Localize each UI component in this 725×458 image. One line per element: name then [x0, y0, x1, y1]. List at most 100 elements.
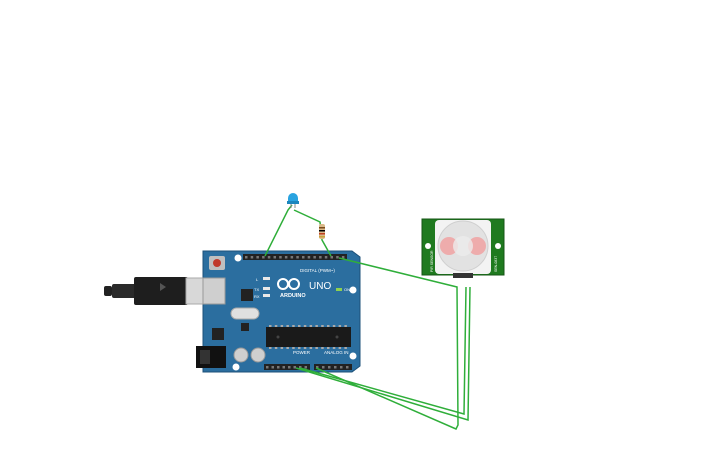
chip-pin — [298, 347, 301, 349]
power-header[interactable] — [264, 364, 310, 370]
analog-header[interactable] — [314, 364, 352, 370]
chip-pin — [274, 325, 278, 327]
pir-side-label-left: PIR SENSOR — [430, 250, 434, 272]
digital-pin[interactable] — [307, 256, 311, 259]
chip-pin — [344, 325, 347, 327]
atmega-chip-pins — [269, 325, 347, 349]
pir-sensing-zone — [468, 237, 486, 255]
analog-pin[interactable] — [322, 366, 325, 369]
digital-header[interactable] — [243, 254, 347, 260]
usb-plug-body — [134, 277, 188, 305]
digital-pin[interactable] — [273, 256, 277, 259]
arduino-model: UNO — [309, 281, 331, 292]
chip-pin — [332, 347, 336, 349]
pir-pin-header[interactable] — [453, 273, 473, 278]
led-label-tx: TX — [254, 287, 259, 292]
blue-led[interactable] — [287, 193, 299, 208]
mounting-hole — [234, 254, 242, 262]
capacitor — [250, 347, 266, 363]
chip-pin — [315, 325, 318, 327]
chip-pin — [332, 325, 336, 327]
digital-pin[interactable] — [319, 256, 322, 259]
arduino-brand: ARDUINO — [280, 293, 306, 299]
dc-jack-inner — [200, 350, 210, 364]
chip-pin — [286, 325, 289, 327]
wire-pir-vcc[interactable] — [299, 286, 467, 415]
chip-pin — [327, 325, 330, 327]
power-pin[interactable] — [271, 366, 275, 369]
digital-pin[interactable] — [245, 256, 248, 259]
power-pin[interactable] — [288, 366, 291, 369]
regulator-chip — [241, 323, 249, 331]
digital-pin[interactable] — [313, 256, 316, 259]
chip-pin — [274, 347, 278, 349]
digital-pin[interactable] — [279, 256, 282, 259]
wire-led-to-resistor[interactable] — [293, 209, 332, 257]
chip-pin — [269, 325, 272, 327]
chip-pin — [309, 325, 313, 327]
digital-pin[interactable] — [256, 256, 259, 259]
pir-sensor[interactable]: PIR SENSOR SEN-0837 — [421, 218, 505, 278]
digital-pin[interactable] — [284, 256, 288, 259]
reset-button[interactable] — [213, 259, 221, 267]
led-rim — [287, 201, 299, 204]
bottom-pins — [266, 366, 349, 369]
usb-cable-strain-relief — [112, 284, 136, 298]
digital-pin[interactable] — [330, 256, 334, 259]
digital-pin[interactable] — [341, 256, 345, 259]
analog-pin[interactable] — [346, 366, 349, 369]
chip-pin — [286, 347, 289, 349]
digital-pin[interactable] — [302, 256, 305, 259]
digital-pin[interactable] — [250, 256, 254, 259]
mounting-hole — [349, 352, 357, 360]
wires[interactable] — [264, 204, 471, 430]
usb-icon — [160, 283, 166, 291]
power-pin[interactable] — [304, 366, 308, 369]
wire-pir-signal[interactable] — [315, 257, 459, 430]
digital-pin[interactable] — [336, 256, 339, 259]
resistor-band — [319, 227, 325, 229]
resistor-band — [319, 236, 325, 238]
usb-cable-end — [104, 286, 112, 296]
power-pin[interactable] — [293, 366, 297, 369]
chip-pin — [298, 325, 301, 327]
mounting-hole — [232, 363, 240, 371]
chip-pin — [315, 347, 318, 349]
digital-pin[interactable] — [324, 256, 328, 259]
analog-pin[interactable] — [316, 366, 319, 369]
on-led — [336, 288, 342, 291]
power-pin[interactable] — [299, 366, 302, 369]
power-pin[interactable] — [266, 366, 269, 369]
chip-pin — [321, 347, 324, 349]
pir-sensing-zone — [440, 237, 458, 255]
chip-pin — [321, 325, 324, 327]
resistor[interactable] — [319, 224, 325, 239]
analog-pin[interactable] — [334, 366, 337, 369]
crystal-oscillator — [230, 307, 260, 320]
chip-pin — [303, 325, 307, 327]
digital-pin[interactable] — [296, 256, 299, 259]
arduino-logo: ARDUINO — [277, 278, 306, 299]
chip-pin — [292, 347, 295, 349]
wire-led-to-pin[interactable] — [264, 204, 293, 257]
chip-pin — [344, 347, 347, 349]
digital-pin[interactable] — [290, 256, 294, 259]
power-pin[interactable] — [277, 366, 280, 369]
resistor-band — [319, 233, 325, 235]
l-led — [263, 277, 270, 280]
digital-pin[interactable] — [267, 256, 271, 259]
analog-label: ANALOG IN — [324, 350, 349, 355]
digital-label: DIGITAL (PWM~) — [300, 268, 335, 273]
chip-pin — [292, 325, 295, 327]
arduino-uno-board[interactable]: L TX RX ARDUINO UNO ON DIGITAL (PWM~) PO… — [196, 250, 361, 373]
chip-pin — [303, 347, 307, 349]
digital-pin[interactable] — [262, 256, 265, 259]
analog-pin[interactable] — [328, 366, 331, 369]
power-pin[interactable] — [282, 366, 286, 369]
usb-port — [202, 277, 226, 305]
led-label-rx: RX — [254, 294, 260, 299]
analog-pin[interactable] — [340, 366, 343, 369]
wire-pir-gnd[interactable] — [295, 286, 471, 422]
tx-led — [263, 287, 270, 290]
